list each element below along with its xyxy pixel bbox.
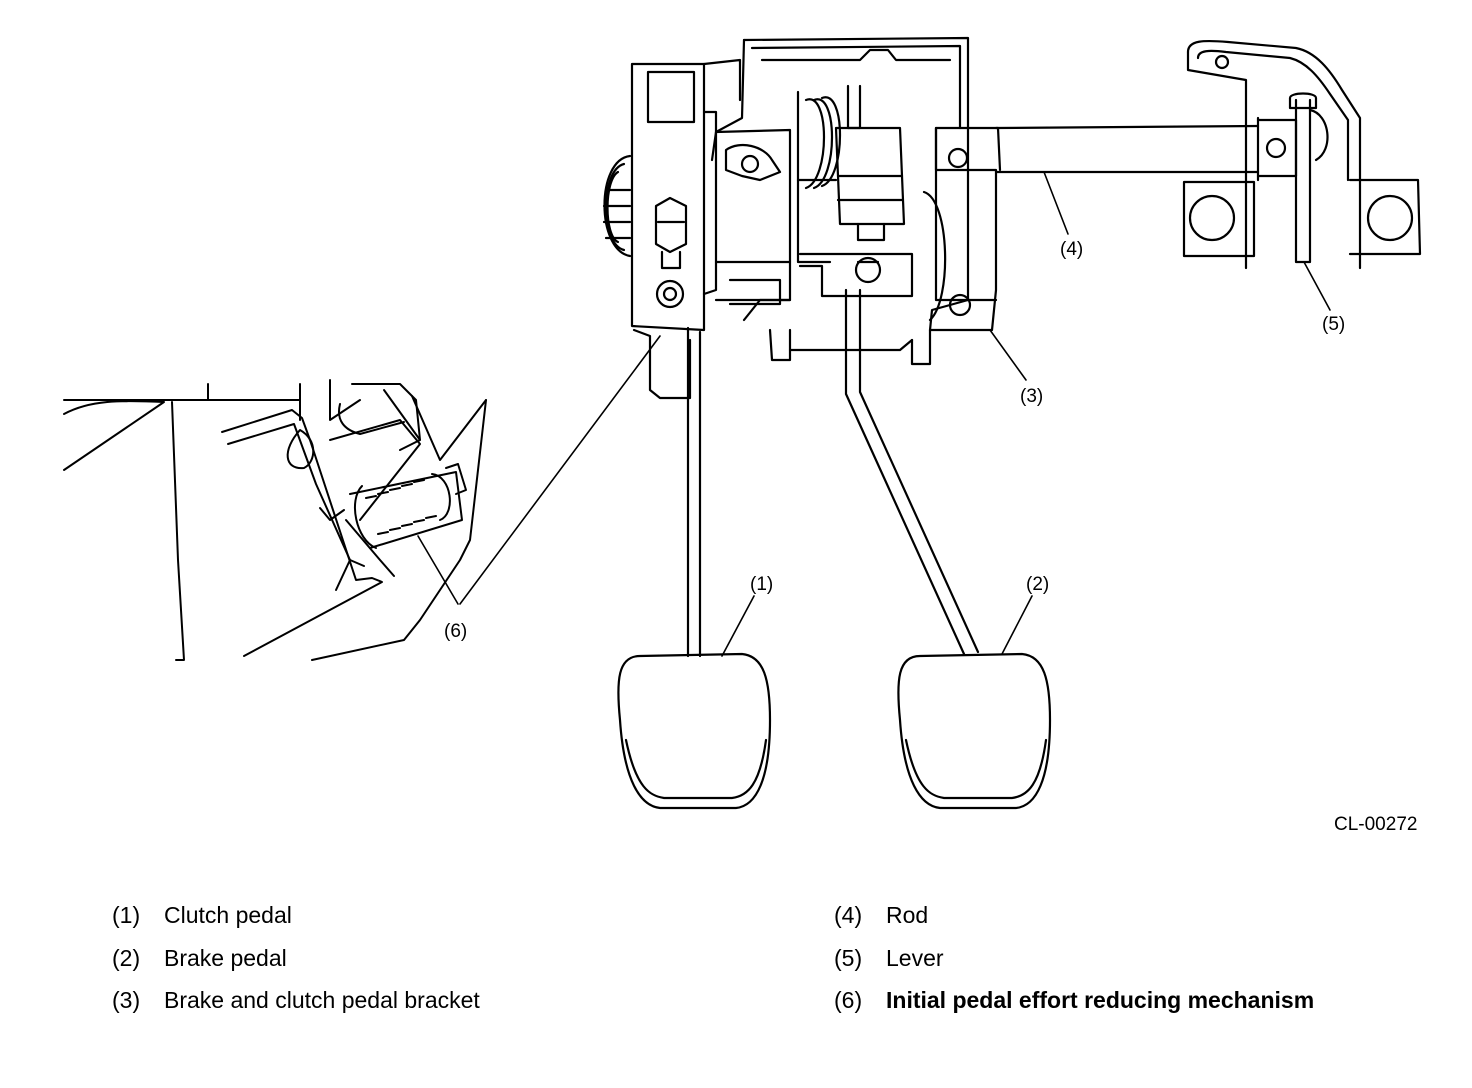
leader-lines (417, 171, 1331, 657)
pedal-assembly-diagram: (1) (2) (3) (4) (5) (6) CL-00272 (63, 36, 1422, 835)
legend-num: (6) (834, 987, 863, 1013)
clutch-pedal-arm (686, 326, 702, 658)
pedal-bracket (710, 36, 1002, 366)
callout-6: (6) (444, 621, 467, 642)
clutch-pedal-pad (617, 652, 772, 810)
center-spring-block (796, 84, 906, 264)
leader-4 (1043, 171, 1069, 235)
legend-label: Rod (886, 902, 929, 928)
legend-num: (2) (112, 945, 141, 971)
leader-5 (1303, 261, 1331, 311)
rod (994, 116, 1298, 182)
brake-pivot (798, 252, 914, 298)
brake-pedal-pad (897, 652, 1052, 810)
leader-6a (459, 335, 661, 605)
legend-label: Initial pedal effort reducing mechanism (886, 987, 1315, 1013)
callout-2: (2) (1026, 574, 1049, 595)
leader-6b (417, 535, 459, 605)
callout-4: (4) (1060, 239, 1083, 260)
legend-label: Clutch pedal (164, 902, 292, 928)
callout-1: (1) (750, 574, 773, 595)
leader-3 (989, 329, 1027, 381)
brake-pedal-arm (844, 288, 980, 656)
legend-label: Lever (886, 945, 944, 971)
left-side-plate (630, 58, 792, 400)
legend-num: (1) (112, 902, 141, 928)
legend-num: (5) (834, 945, 863, 971)
right-mounting-bracket (1182, 39, 1422, 270)
pivot-bolt (654, 196, 688, 309)
legend-label: Brake and clutch pedal bracket (164, 987, 480, 1013)
return-spring-coil (602, 154, 632, 258)
leader-1 (721, 595, 755, 657)
legend-label: Brake pedal (164, 945, 287, 971)
legend-num: (4) (834, 902, 863, 928)
inset-detail-effort-reducer (63, 379, 487, 661)
figure-id: CL-00272 (1334, 814, 1417, 835)
callout-3: (3) (1020, 386, 1043, 407)
legend-num: (3) (112, 987, 141, 1013)
leader-2 (1001, 595, 1033, 655)
callout-5: (5) (1322, 314, 1345, 335)
